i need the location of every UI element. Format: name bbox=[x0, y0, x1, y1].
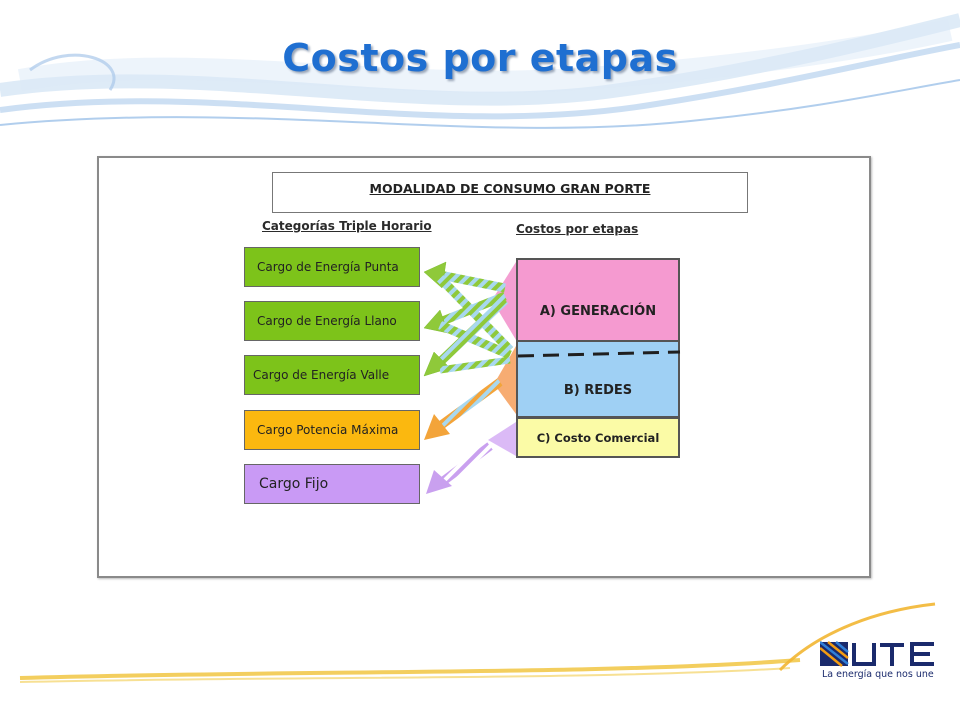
category-label: Cargo de Energía Valle bbox=[253, 368, 390, 382]
left-column-title: Categorías Triple Horario bbox=[262, 219, 432, 233]
stage-label: A) GENERACIÓN bbox=[539, 303, 657, 319]
logo-letters bbox=[852, 642, 934, 666]
diagram-header: MODALIDAD DE CONSUMO GRAN PORTE bbox=[272, 172, 748, 213]
ute-logo-icon bbox=[820, 641, 934, 667]
logo-stripes bbox=[820, 641, 849, 667]
bracket-comercial bbox=[488, 422, 516, 456]
stage-label: B) REDES bbox=[563, 382, 633, 398]
arrow-potencia bbox=[424, 378, 503, 440]
category-energia-llano: Cargo de Energía Llano bbox=[244, 301, 420, 341]
arrow-cargo-fijo bbox=[426, 442, 493, 494]
category-energia-punta: Cargo de Energía Punta bbox=[244, 247, 420, 287]
logo-tagline: La energía que nos une bbox=[822, 669, 934, 680]
bracket-redes bbox=[494, 346, 516, 414]
decorative-swoosh-top bbox=[0, 13, 960, 129]
dashed-separator bbox=[517, 350, 681, 358]
category-label: Cargo de Energía Punta bbox=[257, 260, 399, 274]
category-label: Cargo de Energía Llano bbox=[257, 314, 397, 328]
diagram-header-text: MODALIDAD DE CONSUMO GRAN PORTE bbox=[369, 181, 651, 196]
category-energia-valle: Cargo de Energía Valle bbox=[244, 355, 420, 395]
stage-generacion: A) GENERACIÓN bbox=[516, 258, 680, 342]
stage-label: C) Costo Comercial bbox=[536, 430, 660, 445]
category-label: Cargo Fijo bbox=[259, 476, 329, 492]
arrows-energy bbox=[423, 261, 514, 377]
slide-title: Costos por etapas bbox=[282, 36, 678, 80]
decorative-swoosh-bottom bbox=[19, 602, 936, 683]
category-cargo-fijo: Cargo Fijo bbox=[244, 464, 420, 504]
right-column-title: Costos por etapas bbox=[516, 222, 639, 236]
category-label: Cargo Potencia Máxima bbox=[257, 423, 399, 437]
category-potencia-maxima: Cargo Potencia Máxima bbox=[244, 410, 420, 450]
stage-costo-comercial: C) Costo Comercial bbox=[516, 417, 680, 458]
